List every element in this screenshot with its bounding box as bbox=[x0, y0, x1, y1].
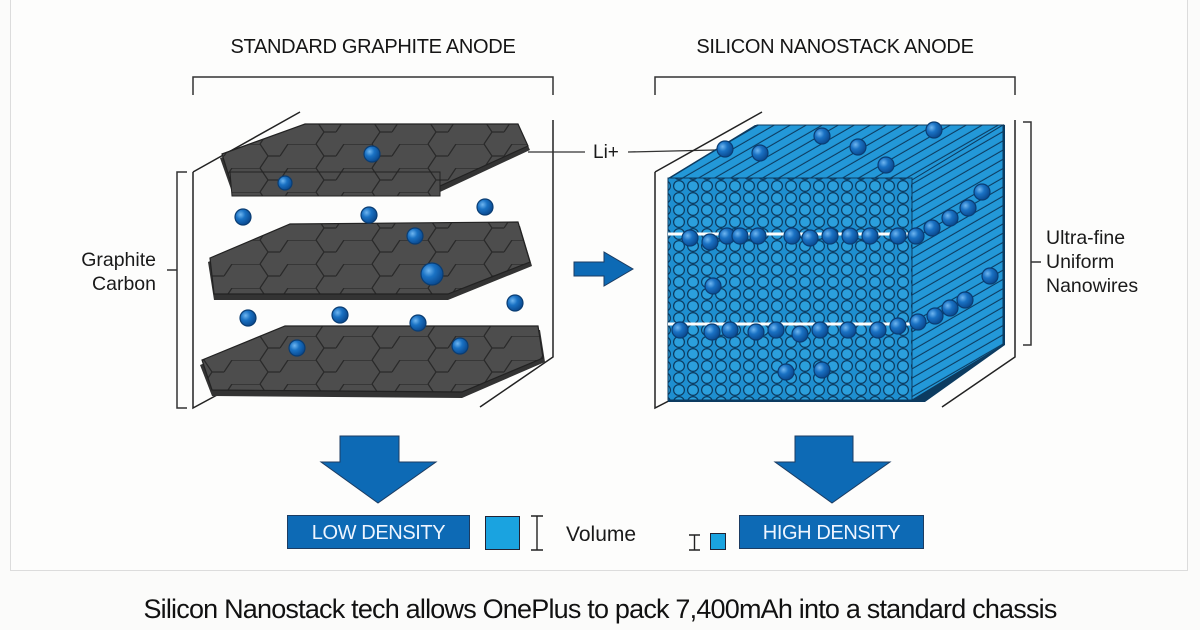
badge-high-density: HIGH DENSITY bbox=[739, 515, 924, 549]
volume-square-small bbox=[710, 533, 726, 550]
badge-low-density: LOW DENSITY bbox=[287, 515, 470, 549]
lithium-ions-left bbox=[234, 145, 524, 357]
down-arrow-icon-left bbox=[319, 435, 438, 504]
label-graphite-carbon: Graphite Carbon bbox=[60, 248, 156, 296]
bracket-graphite bbox=[167, 171, 187, 409]
title-silicon-nanostack: SILICON NANOSTACK ANODE bbox=[696, 36, 974, 58]
label-volume: Volume bbox=[566, 523, 637, 546]
caption: Silicon Nanostack tech allows OnePlus to… bbox=[143, 594, 1057, 624]
label-nanowires: Ultra-fine Uniform Nanowires bbox=[1046, 226, 1138, 298]
label-nanowires-line3: Nanowires bbox=[1046, 275, 1139, 297]
bracket-left-title bbox=[192, 76, 554, 95]
nanowire-block bbox=[667, 124, 1005, 402]
label-nanowires-line1: Ultra-fine bbox=[1046, 227, 1126, 249]
right-arrow-icon bbox=[573, 251, 634, 287]
graphite-layer-middle bbox=[208, 221, 532, 300]
graphite-layer-bottom bbox=[200, 325, 545, 398]
label-nanowires-line2: Uniform bbox=[1046, 251, 1115, 273]
volume-ibeam-small bbox=[689, 534, 700, 551]
bracket-nanowires bbox=[1023, 121, 1041, 346]
lithium-ions-right bbox=[671, 121, 999, 381]
label-lithium-ion: Li+ bbox=[589, 141, 623, 165]
title-standard-graphite: STANDARD GRAPHITE ANODE bbox=[230, 36, 516, 58]
li-leader-right bbox=[627, 149, 716, 153]
bracket-right-title bbox=[654, 76, 1016, 95]
label-graphite-line2: Carbon bbox=[92, 273, 156, 295]
label-graphite-line1: Graphite bbox=[81, 249, 156, 271]
volume-ibeam-large bbox=[531, 515, 543, 551]
down-arrow-icon-right bbox=[773, 435, 892, 504]
volume-square-large bbox=[485, 516, 520, 550]
